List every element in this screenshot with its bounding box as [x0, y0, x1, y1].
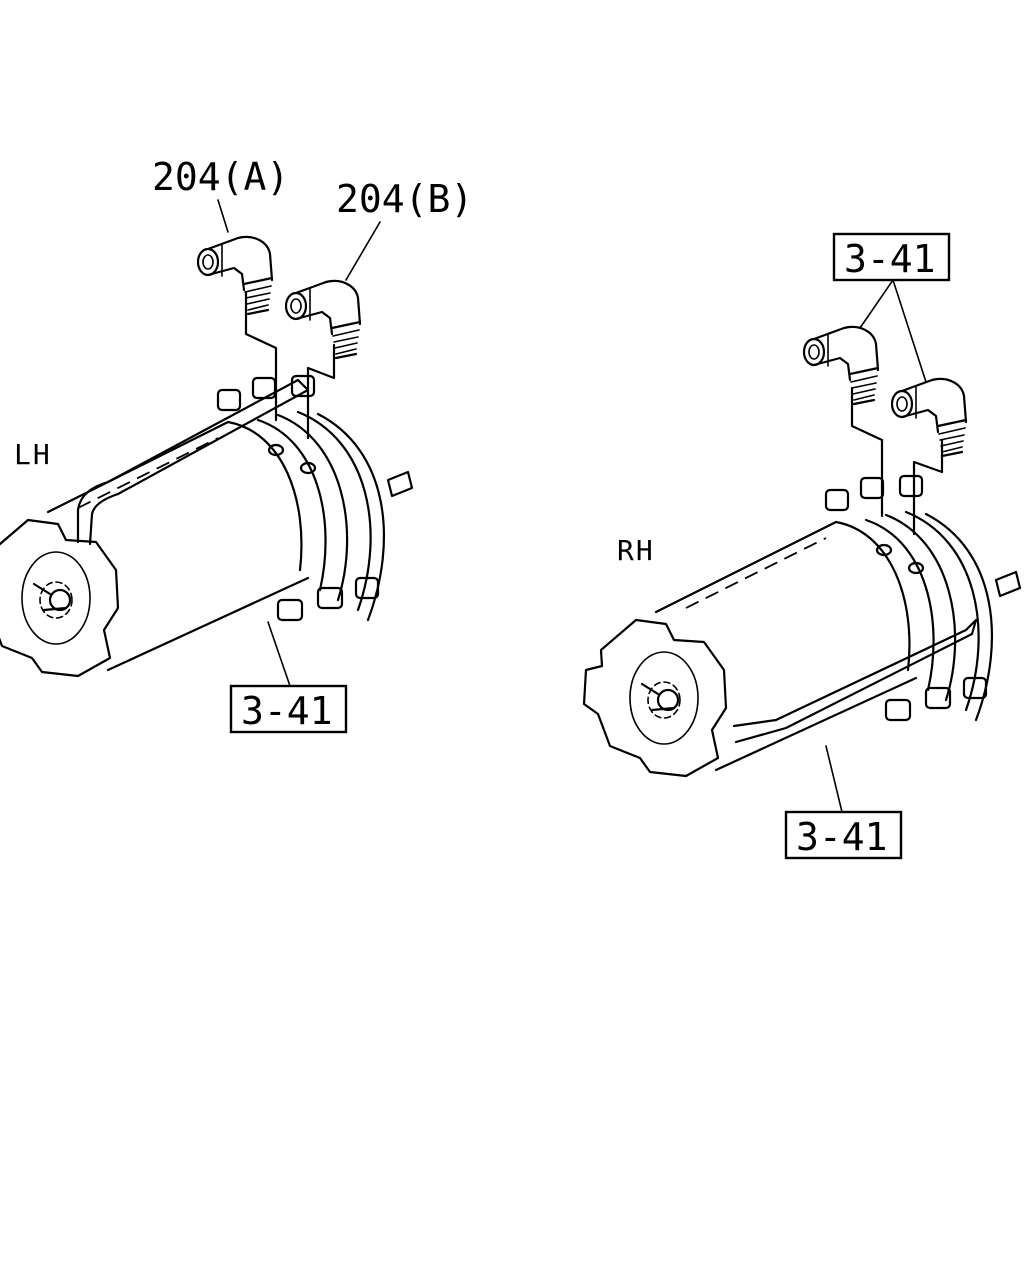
elbow-fitting-icon: [284, 279, 362, 360]
leader-ref-lh: [267, 621, 291, 687]
ref-box-lh: [229, 684, 348, 734]
elbow-fitting-icon: [196, 235, 274, 316]
leader-204b: [345, 221, 381, 281]
rh-assembly: RH 3-41 3-41: [582, 232, 1022, 860]
leader-ref-rh-top: [859, 279, 927, 383]
part-label-204a: 204(A): [152, 155, 289, 199]
ref-label-rh: 3-41: [796, 815, 888, 859]
elbow-fitting-icon: [890, 377, 968, 458]
ref-box-rh-top: [832, 232, 951, 282]
ref-label-lh: 3-41: [241, 689, 333, 733]
ref-label-rh-top: 3-41: [844, 237, 936, 281]
elbow-fitting-icon: [802, 325, 880, 406]
rh-brake-chamber-icon: [582, 474, 1022, 778]
side-label-rh: RH: [617, 534, 655, 567]
side-label-lh: LH: [14, 438, 52, 471]
leader-ref-rh: [825, 745, 843, 813]
lh-brake-chamber-icon: [0, 374, 414, 678]
ref-box-rh: [784, 810, 903, 860]
fitting-c-connector-line: [850, 386, 884, 518]
leader-204a: [217, 199, 229, 233]
fitting-d-connector-line: [912, 438, 944, 536]
fitting-b-connector-line: [306, 343, 336, 440]
part-label-204b: 204(B): [336, 177, 473, 221]
lh-assembly: LH 204(A) 204(B) 3-41: [0, 155, 473, 734]
